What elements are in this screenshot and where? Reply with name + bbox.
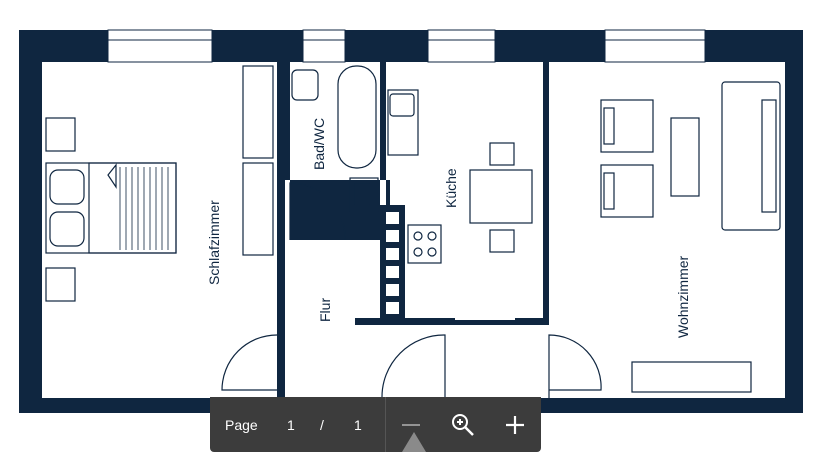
plus-icon: [506, 415, 525, 434]
minus-icon: [402, 423, 421, 426]
zoom-in-button[interactable]: [489, 397, 541, 452]
page-indicator: Page 1 / 1: [210, 397, 385, 452]
pdf-toolbar: Page 1 / 1: [210, 397, 541, 452]
total-pages: 1: [354, 416, 362, 433]
wall-niche: [386, 212, 399, 314]
zoom-icon: [452, 413, 475, 436]
tooltip-arrow: [402, 432, 426, 452]
furniture: [45, 65, 781, 399]
room-label-kueche: Küche: [443, 168, 459, 208]
room-label-schlafzimmer: Schlafzimmer: [206, 200, 222, 285]
page-separator: /: [320, 416, 324, 433]
walls: [19, 30, 803, 413]
room-label-bad-wc: Bad/WC: [311, 118, 327, 170]
current-page[interactable]: 1: [287, 416, 295, 433]
room-labels: Schlafzimmer Bad/WC Küche Flur Wohnzimme…: [206, 118, 691, 338]
zoom-fit-button[interactable]: [437, 397, 489, 452]
toolbar-divider: [384, 397, 386, 452]
windows: [107, 29, 706, 63]
room-label-wohnzimmer: Wohnzimmer: [675, 255, 691, 338]
zoom-out-button[interactable]: [386, 397, 438, 452]
page-label: Page: [225, 416, 258, 433]
room-label-flur: Flur: [317, 298, 333, 322]
